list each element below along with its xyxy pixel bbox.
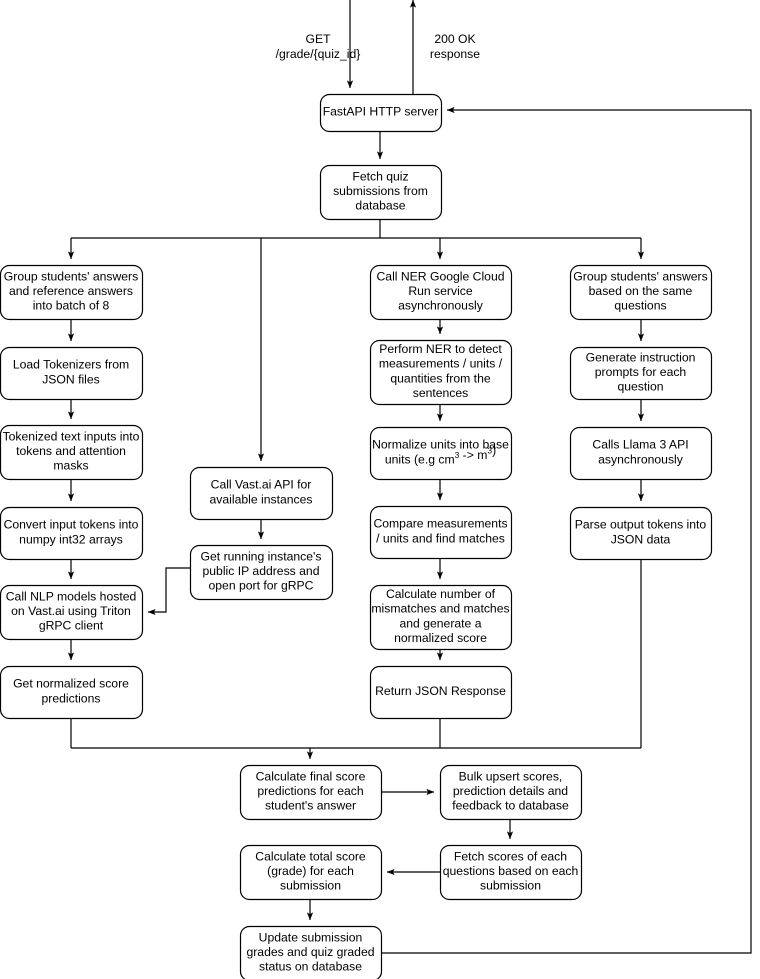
node-box (319, 164, 443, 221)
node-box (189, 466, 334, 521)
node-box (569, 506, 713, 561)
node-box (569, 426, 713, 481)
edge-update-return (381, 106, 752, 954)
node-box (369, 426, 513, 481)
node-bulk-upsert-scores[interactable]: Bulk upsert scores,prediction details an… (439, 764, 583, 821)
node-box (0, 264, 144, 321)
node-box (369, 264, 513, 321)
node-label: Return JSON Response (375, 684, 506, 698)
node-box (0, 506, 144, 561)
node-box (0, 346, 144, 401)
node-box (569, 264, 713, 321)
node-return-json-response[interactable]: Return JSON Response (369, 665, 513, 720)
node-fastapi-http-server[interactable]: FastAPI HTTP server (319, 93, 443, 133)
node-box (0, 584, 144, 641)
node-box (369, 505, 513, 560)
node-compare-measurements[interactable]: Compare measurements/ units and find mat… (369, 505, 513, 560)
node-box (0, 665, 144, 720)
node-box (0, 424, 144, 481)
node-box (369, 665, 513, 720)
node-label: FastAPI HTTP server (323, 105, 439, 119)
node-box (569, 346, 713, 401)
node-box (189, 544, 334, 601)
node-box (369, 584, 513, 651)
node-box (439, 844, 583, 901)
node-box (369, 339, 513, 406)
edge-label-request-label: GET/grade/{quiz_id} (276, 32, 361, 61)
node-box (239, 925, 383, 979)
node-box (239, 764, 383, 821)
node-label: Bulk upsert scores,prediction details an… (452, 770, 569, 813)
edges-layer (67, 0, 752, 954)
node-box (319, 93, 443, 133)
edge-instance-to-nlp (147, 567, 190, 616)
node-box (239, 844, 383, 901)
node-box (439, 764, 583, 821)
node-label: Compare measurements/ units and find mat… (373, 517, 507, 546)
